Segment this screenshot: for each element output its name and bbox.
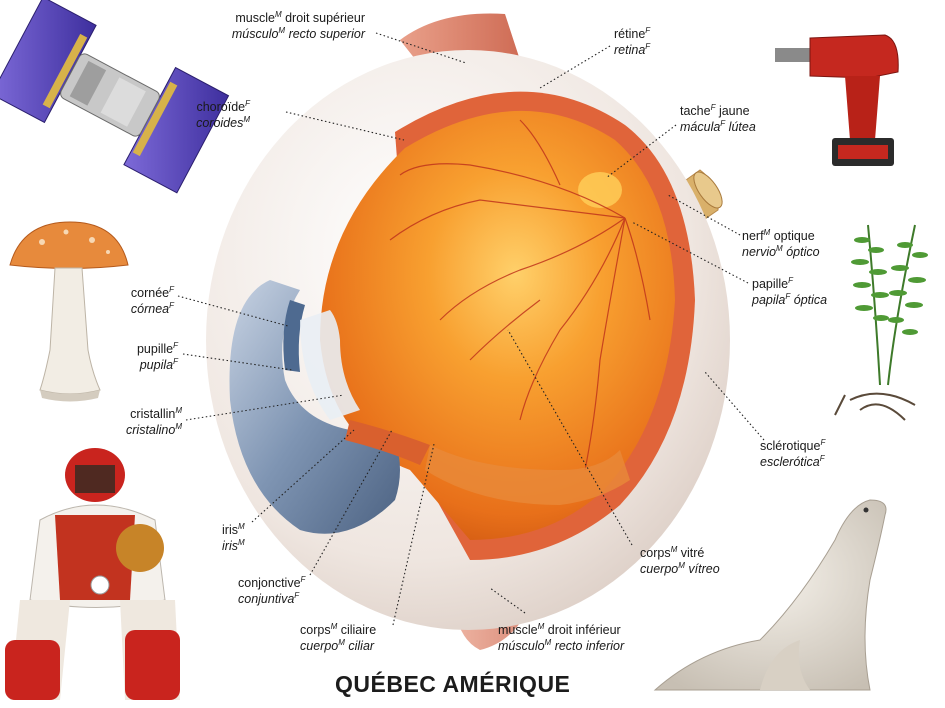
baseball-catcher-illustration	[5, 448, 180, 700]
label-pupille: pupilleF pupilaF	[137, 341, 178, 373]
label-papille: papilleF papilaF óptica	[752, 276, 827, 308]
label-cornee: cornéeF córneaF	[131, 285, 174, 317]
label-cristallin: cristallinM cristalinoM	[126, 406, 182, 438]
satellite-illustration	[0, 0, 229, 193]
label-nerf-optique: nerfM optique nervioM óptico	[742, 228, 820, 260]
fern-illustration	[835, 225, 928, 420]
label-choroide: choroïdeF coroidesM	[196, 99, 250, 131]
label-iris: irisM irisM	[222, 522, 245, 554]
mushroom-illustration	[10, 222, 128, 402]
label-muscle-superior: muscleM droit supérieur músculoM recto s…	[232, 10, 365, 42]
publisher-brand: QUÉBEC AMÉRIQUE	[335, 671, 635, 698]
power-drill-illustration	[775, 35, 898, 166]
label-muscle-inferior: muscleM droit inférieur músculoM recto i…	[498, 622, 624, 654]
label-conjonctive: conjonctiveF conjuntivaF	[238, 575, 305, 607]
label-corps-ciliaire: corpsM ciliaire cuerpoM ciliar	[300, 622, 376, 654]
label-tache-jaune: tacheF jaune máculaF lútea	[680, 103, 756, 135]
label-retine: rétineF retinaF	[614, 26, 650, 58]
label-sclerotique: sclérotiqueF escleróticaF	[760, 438, 825, 470]
label-corps-vitre: corpsM vitré cuerpoM vítreo	[640, 545, 720, 577]
sea-lion-illustration	[655, 500, 886, 690]
